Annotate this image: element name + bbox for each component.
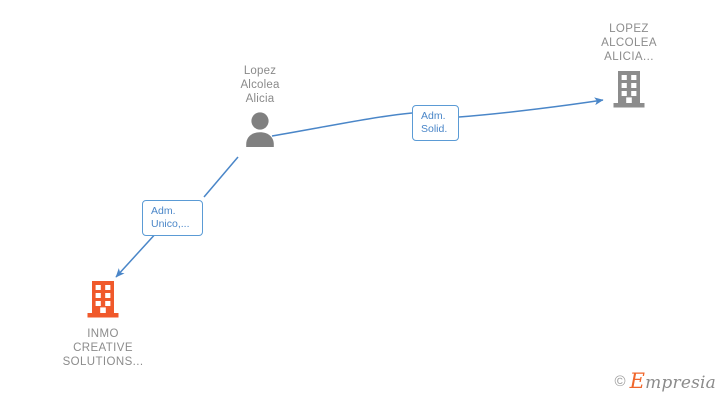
node-person-label: Lopez Alcolea Alicia	[240, 65, 280, 105]
brand-initial: E	[629, 369, 646, 393]
edge-adm-unico-line-lower	[115, 230, 159, 278]
building-icon	[86, 280, 120, 323]
node-company-inmo-creative-solutions[interactable]: INMO CREATIVE SOLUTIONS...	[23, 280, 183, 369]
node-company-lopez-label: LOPEZ ALCOLEA ALICIA...	[601, 23, 657, 63]
edge-adm-solid-line-right	[458, 97, 604, 118]
edge-label-adm-unico[interactable]: Adm. Unico,...	[142, 200, 203, 236]
node-company-inmo-label: INMO CREATIVE SOLUTIONS...	[62, 328, 144, 368]
brand-wordmark: Empresia	[630, 371, 716, 392]
edge-adm-solid-line-left	[271, 112, 413, 137]
edge-adm-unico-line-upper	[203, 156, 239, 198]
watermark-empresia: © Empresia	[615, 371, 716, 392]
node-person-lopez-alcolea-alicia[interactable]: Lopez Alcolea Alicia	[180, 64, 340, 152]
person-icon	[243, 111, 277, 152]
copyright-icon: ©	[614, 373, 626, 390]
edge-label-adm-solid[interactable]: Adm. Solid.	[412, 105, 459, 141]
building-icon	[612, 70, 646, 113]
brand-rest: mpresia	[645, 373, 716, 393]
node-company-lopez-alcolea-alicia[interactable]: LOPEZ ALCOLEA ALICIA...	[549, 22, 709, 113]
